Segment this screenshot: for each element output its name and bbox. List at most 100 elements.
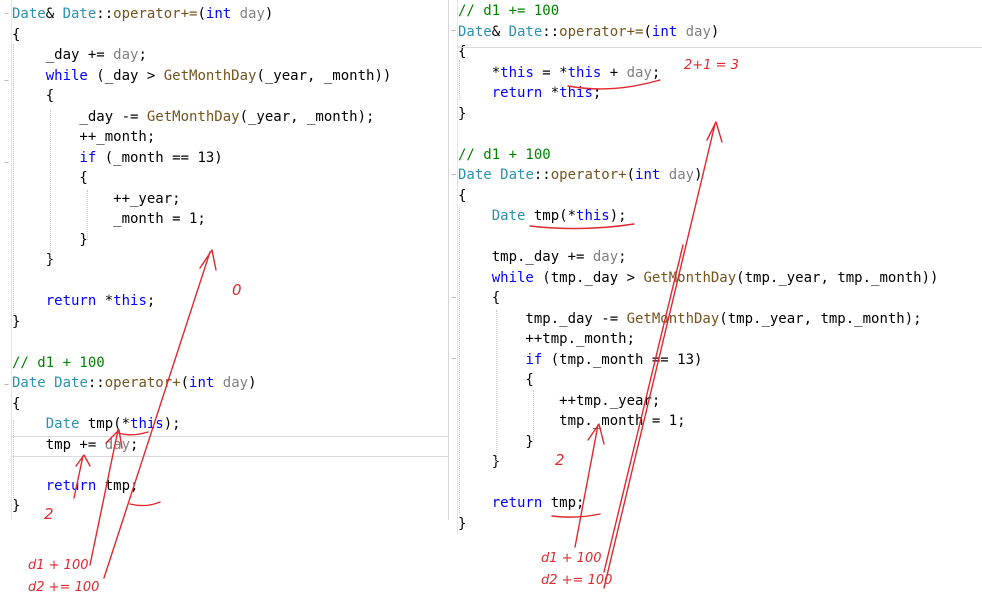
code-token [492,167,500,183]
code-token: Date [458,167,492,183]
code-token [458,352,525,368]
code-token: if [525,351,543,368]
code-token: day [626,64,652,81]
indent-guide [459,208,460,513]
code-token: { [12,170,88,186]
indent-guide [459,60,460,100]
annotation-d2-plus-eq-left: d2 += 100 [28,580,100,595]
code-token: _day += [12,47,114,63]
code-token: } [458,105,467,122]
code-token: } [458,454,501,470]
annotation-d1-plus-left: d1 + 100 [28,558,89,573]
code-line: ++tmp._year; [458,391,660,411]
code-token [12,416,46,432]
code-token: { [458,44,467,60]
code-token: Date [491,208,526,224]
code-token: { [458,187,467,204]
code-line: { [12,86,54,106]
code-line: while (tmp._day > GetMonthDay(tmp._year,… [458,268,939,288]
code-line: if (tmp._month == 13) [458,350,702,370]
code-token: int [651,23,678,40]
fold-marker-icon[interactable]: − [451,293,456,302]
code-token: tmp(* [79,416,131,432]
code-token: ) [264,6,274,22]
code-line: ++tmp._month; [458,329,635,349]
code-token [458,208,492,224]
code-token: Date [12,6,46,22]
fold-marker-icon[interactable]: − [4,380,9,389]
code-line: { [458,370,534,390]
indent-guide [13,44,14,314]
code-token [12,68,46,84]
code-token: (tmp._day > [533,269,644,286]
indent-guide [50,110,51,262]
code-token: ; [618,249,627,265]
code-line: _month = 1; [12,209,206,229]
code-token: this [113,293,147,309]
code-token: :: [96,6,114,22]
code-token [458,85,492,101]
code-line: Date tmp(*this); [458,206,627,226]
code-token: ( [643,23,652,40]
code-line: } [12,250,54,270]
annotation-zero: 0 [232,281,242,299]
code-token: tmp += [12,436,105,453]
code-token: + [601,64,627,81]
code-token: while [45,67,88,84]
fold-marker-icon[interactable]: − [451,354,456,363]
code-line: { [458,42,466,62]
code-token: operator+ [104,375,181,391]
fold-marker-icon[interactable]: − [451,170,456,179]
code-token: day [113,47,139,63]
code-token [231,6,239,22]
code-token: tmp._day += [458,249,593,265]
code-token: } [458,433,534,450]
code-token: day [592,249,619,265]
code-line: Date Date::operator+(int day) [12,373,257,393]
code-line: } [458,452,500,472]
code-token: int [205,6,232,22]
code-line: // d1 + 100 [458,145,551,165]
code-token: // d1 += 100 [458,3,560,19]
fold-marker-icon[interactable]: − [4,9,9,18]
code-token [660,167,668,183]
code-token: tmp; [542,495,585,511]
code-line: { [12,25,20,45]
code-token: this [567,64,602,81]
code-token: ; [651,64,661,81]
code-token: } [458,515,467,532]
code-token: & [45,6,63,22]
code-token: ; [138,47,147,63]
code-token: _month = 1; [12,211,206,227]
fold-marker-icon[interactable]: − [451,26,456,35]
code-line: ++_month; [12,127,155,147]
current-line-highlight-top [12,436,448,437]
code-token: { [458,290,501,306]
indent-guide [533,390,534,440]
code-line: { [12,394,20,414]
code-token [677,24,685,40]
code-token: return [491,495,543,511]
code-line: _day += day; [12,45,147,65]
fold-marker-icon[interactable]: − [4,158,9,167]
code-token [12,293,46,309]
fold-marker-icon[interactable]: − [4,76,9,85]
code-token: tmp._month = 1; [458,413,686,429]
code-line: Date tmp(*this); [12,414,181,434]
code-token: Date [45,416,80,432]
code-token: GetMonthDay [626,310,720,327]
code-token: this [576,208,610,224]
code-token: ); [609,208,627,224]
code-token [214,375,222,391]
code-token: operator+= [113,6,198,22]
code-token: ) [248,375,257,391]
code-token: day [222,375,249,391]
right-current-line-highlight [458,47,982,48]
code-token: { [458,372,534,388]
code-token: while [491,269,534,286]
code-token: ( [197,6,206,22]
code-token: & [491,23,509,40]
left-panel-separator [448,0,449,520]
code-line: Date Date::operator+(int day) [458,165,703,185]
code-token: day [685,23,711,40]
